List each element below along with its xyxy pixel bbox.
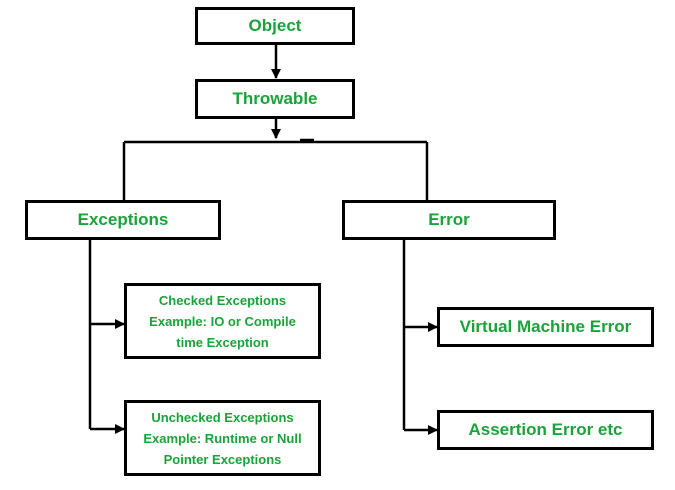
checked-line-2: Example: IO or Compile — [149, 313, 296, 329]
node-virtual-machine-error: Virtual Machine Error — [437, 307, 654, 347]
unchecked-line-1: Unchecked Exceptions — [151, 409, 294, 425]
node-object: Object — [195, 7, 355, 45]
node-checked-exceptions: Checked Exceptions Example: IO or Compil… — [124, 283, 321, 359]
node-exceptions: Exceptions — [25, 200, 221, 240]
node-error: Error — [342, 200, 556, 240]
node-assertion-error: Assertion Error etc — [437, 410, 654, 450]
node-throwable-label: Throwable — [232, 89, 318, 108]
checked-line-1: Checked Exceptions — [158, 292, 287, 308]
assertion-error-label: Assertion Error etc — [468, 420, 623, 439]
node-error-label: Error — [428, 210, 470, 229]
node-object-label: Object — [248, 16, 302, 35]
unchecked-line-3: Pointer Exceptions — [163, 451, 282, 467]
node-throwable: Throwable — [195, 79, 355, 119]
vm-error-label: Virtual Machine Error — [459, 317, 632, 336]
unchecked-line-2: Example: Runtime or Null — [143, 430, 302, 446]
node-unchecked-exceptions: Unchecked Exceptions Example: Runtime or… — [124, 400, 321, 476]
node-exceptions-label: Exceptions — [77, 210, 169, 229]
checked-line-3: time Exception — [176, 334, 269, 350]
